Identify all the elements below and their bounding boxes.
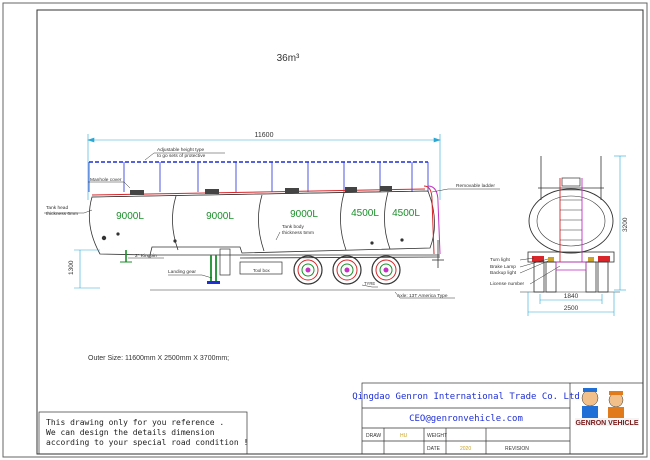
weight-label: WEIGHT [427,433,447,439]
note-line-1: This drawing only for you reference . [46,418,224,427]
kingpin [120,250,132,263]
genron-logo [575,388,639,426]
landing-gear-callout: Landing gear [168,269,196,275]
backup-light-callout: Backup light [490,270,517,276]
note-line-3: according to your special road condition… [46,438,248,447]
company-name: Qingdao Genron International Trade Co. L… [352,392,580,402]
landing-gear [207,248,231,284]
tyre-callout: TYRE [364,281,375,286]
note-line-2: We can design the details dimension [46,428,215,437]
side-height-dimension [74,249,100,289]
tool-box-label: Tool box [253,268,271,273]
tank-body-callout-2: thickness 5mm [282,230,314,236]
wheel-3 [371,255,401,285]
date-value: 2020 [460,446,471,452]
draw-label: DRAW [366,433,381,439]
outlet-valves [101,232,404,245]
compartment-4-label: 4500L [351,208,379,219]
callout-leaders [44,152,500,299]
guardrail [88,161,429,192]
title-block [361,382,644,455]
rear-height-label: 3200 [622,217,629,232]
outer-size-text: Outer Size: 11600mm X 2500mm X 3700mm; [88,355,229,362]
walkway-line [91,188,426,196]
axle-callout: Axle: 13T America Type [397,293,448,299]
overall-length-label: 11600 [255,132,274,139]
rear-callout-leaders [519,257,561,285]
date-label: DATE [427,446,441,452]
guardrail-callout-2: to go sets of protective [157,153,206,159]
manhole-covers [130,186,392,195]
turn-light-callout: Turn light [490,257,510,263]
wheels [293,255,401,285]
rear-dimensions [527,155,626,316]
license-number-callout: License number [490,281,525,287]
tool-box [239,261,283,275]
tank-head-callout-1: Tank head [46,205,68,211]
reference-note-box [38,411,248,455]
tank-body [88,190,435,256]
removable-ladder-callout: Removable ladder [456,183,495,189]
draw-value: HU [400,433,408,439]
overall-length-dimension [87,134,441,200]
tank-head-callout-2: thickness 6mm [46,211,78,217]
compartment-2-label: 9000L [206,211,234,222]
rear-view [520,156,620,293]
compartment-3-label: 9000L [290,209,318,220]
wheel-1 [293,255,323,285]
inner-border [36,9,644,455]
kingpin-callout: 2" Kingpin [135,253,157,259]
wheel-2 [332,255,362,285]
company-email: CEO@genronvehicle.com [409,414,523,424]
chassis-frame [150,240,444,268]
guardrail-callout-1: Adjustable height type [157,147,205,153]
revision-label: REVISION [505,446,529,452]
compartment-5-label: 4500L [392,208,420,219]
side-height-label: 1300 [68,260,75,275]
outer-width-label: 2500 [564,305,579,312]
manhole-callout: Manhole cover [90,177,122,183]
brake-lamp-callout: Brake Lamp [490,264,516,270]
volume-title: 36m³ [277,53,300,64]
tank-body-callout-1: Tank body [282,224,304,230]
inner-width-label: 1840 [564,293,579,300]
compartment-1-label: 9000L [116,211,144,222]
logo-text: GENRON VEHICLE [575,420,638,427]
